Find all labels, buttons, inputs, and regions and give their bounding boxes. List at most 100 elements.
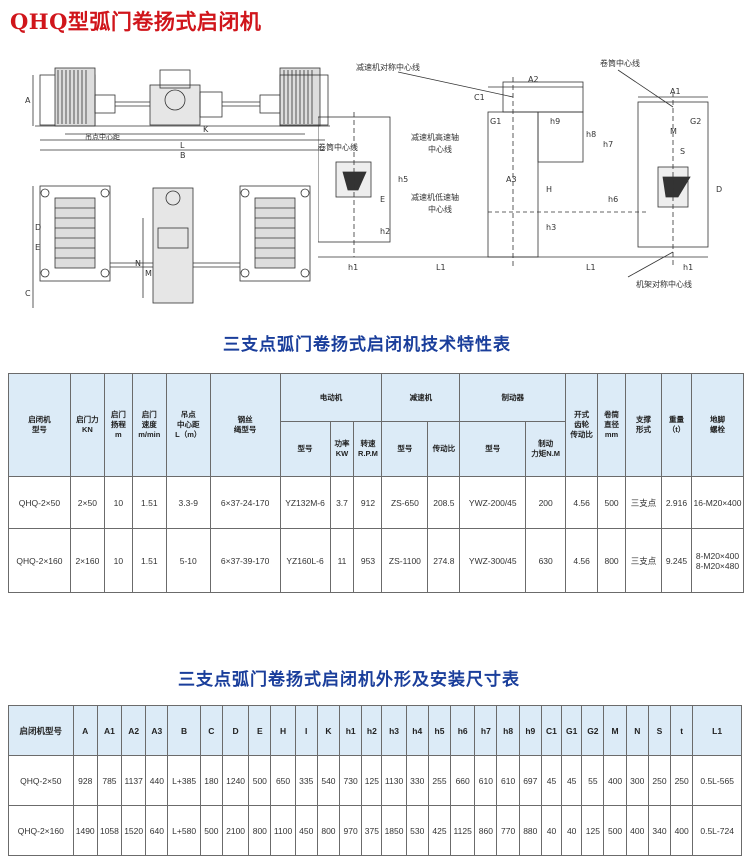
dim-cell: 400 [603, 755, 627, 806]
spec-cell: 208.5 [427, 476, 461, 529]
spec-cell: 500 [597, 476, 627, 529]
dim-cell: 1125 [450, 805, 476, 856]
dim-header-cell: h8 [496, 705, 520, 756]
spec-cell: 1.51 [131, 528, 167, 593]
dim-cell: 0.5L-724 [692, 805, 742, 856]
label-A2: A2 [528, 75, 539, 84]
dim-cell: 800 [248, 805, 272, 856]
spec-cell: YZ132M-6 [279, 476, 331, 529]
dim-header-cell: S [647, 705, 672, 756]
engineering-drawings: A K 吊点中心距 L B [0, 40, 750, 330]
dim-cell: 610 [496, 755, 520, 806]
dim-cell: 730 [339, 755, 363, 806]
spec-cell: 2×160 [69, 528, 105, 593]
dim-cell: 125 [361, 755, 383, 806]
dim-cell: 40 [561, 805, 583, 856]
dim-header-cell: L1 [692, 705, 742, 756]
label-D: D [35, 223, 41, 232]
dim-header-cell: h6 [450, 705, 476, 756]
dim-cell: 300 [625, 755, 649, 806]
spec-cell: 9.245 [660, 528, 692, 593]
label-h8: h8 [586, 130, 596, 139]
spec-cell: QHQ-2×160 [8, 528, 71, 593]
dim-header-cell: h5 [427, 705, 452, 756]
dim-header-cell: D [221, 705, 250, 756]
dim-cell: 1130 [381, 755, 407, 806]
dim-cell: 340 [647, 805, 672, 856]
th-brake: 制动器 [459, 373, 567, 422]
dim-cell: 1058 [96, 805, 123, 856]
label-h7: h7 [603, 140, 613, 149]
th-motor-speed: 转速 R.P.M [353, 421, 383, 477]
dim-cell: 697 [518, 755, 542, 806]
dim-cell: 530 [405, 805, 429, 856]
dim-header-cell: I [294, 705, 318, 756]
dim-cell: 450 [294, 805, 318, 856]
dim-cell: QHQ-2×50 [8, 755, 74, 806]
dim-cell: 1100 [270, 805, 296, 856]
spec-table: 启闭机 型号 启门力 KN 启门 扬程 m 启门 速度 m/min 吊点 中心距… [8, 373, 745, 593]
label-G1: G1 [490, 117, 501, 126]
spec-cell: 3.7 [329, 476, 355, 529]
dim-cell: L+580 [167, 805, 201, 856]
th-lift: 启门 扬程 m [103, 373, 133, 477]
dim-header-cell: G1 [561, 705, 583, 756]
dim-cell: 770 [496, 805, 520, 856]
dim-table-title: 三支点弧门卷扬式启闭机外形及安装尺寸表 [178, 670, 520, 690]
label-B: B [180, 151, 186, 160]
spec-cell: YZ160L-6 [279, 528, 331, 593]
th-model: 启闭机 型号 [8, 373, 71, 477]
spec-cell: 630 [525, 528, 567, 593]
th-reducer-ratio: 传动比 [427, 421, 461, 477]
dim-cell: 1240 [221, 755, 250, 806]
dim-header-cell: A3 [145, 705, 169, 756]
dim-header-cell: H [270, 705, 296, 756]
th-anchor: 地脚 螺栓 [690, 373, 745, 477]
dim-cell: 785 [96, 755, 123, 806]
page-title: QHQ型弧门卷扬式启闭机 [10, 9, 262, 34]
dim-header-cell: C1 [540, 705, 563, 756]
dim-cell: 125 [581, 805, 605, 856]
label-L1b: L1 [586, 263, 596, 272]
th-weight: 重量 （t） [660, 373, 692, 477]
dim-cell: L+385 [167, 755, 201, 806]
dim-cell: 250 [647, 755, 672, 806]
th-motor-power: 功率 KW [329, 421, 355, 477]
dim-cell: 400 [625, 805, 649, 856]
dim-cell: 500 [248, 755, 272, 806]
label-E: E [380, 195, 385, 204]
label-reducer-sym: 减速机对称中心线 [356, 62, 420, 72]
label-hoist-center: 吊点中心距 [85, 132, 120, 141]
label-S: S [680, 147, 685, 156]
label-M: M [145, 269, 152, 278]
dim-header-cell: h2 [361, 705, 383, 756]
dim-cell: 860 [474, 805, 498, 856]
dim-cell: 255 [427, 755, 452, 806]
dim-header-cell: h3 [381, 705, 407, 756]
dim-cell: 2100 [221, 805, 250, 856]
th-force: 启门力 KN [69, 373, 105, 477]
label-high-speed: 减速机高速轴 [411, 132, 459, 142]
label-h6: h6 [608, 195, 618, 204]
label-C: C [25, 289, 31, 298]
dim-header-cell: t [670, 705, 694, 756]
dim-header-cell: h1 [339, 705, 363, 756]
dim-cell: 400 [670, 805, 694, 856]
label-A3: A3 [506, 175, 517, 184]
label-h1b: h1 [683, 263, 693, 272]
spec-table-title: 三支点弧门卷扬式启闭机技术特性表 [223, 335, 511, 355]
label-h2: h2 [380, 227, 390, 236]
spec-cell: 800 [597, 528, 627, 593]
label-h9: h9 [550, 117, 560, 126]
section-view-drawing: 减速机对称中心线 卷筒中心线 卷筒中心线 减速机高速轴 中心线 减速机低速轴 中… [318, 58, 722, 289]
label-low-speed: 减速机低速轴 [411, 192, 459, 202]
th-motor-model: 型号 [279, 421, 331, 477]
label-H: H [546, 185, 552, 194]
dim-cell: 375 [361, 805, 383, 856]
label-D: D [716, 185, 722, 194]
spec-cell: QHQ-2×50 [8, 476, 71, 529]
dim-cell: 0.5L-565 [692, 755, 742, 806]
dim-cell: 45 [540, 755, 563, 806]
